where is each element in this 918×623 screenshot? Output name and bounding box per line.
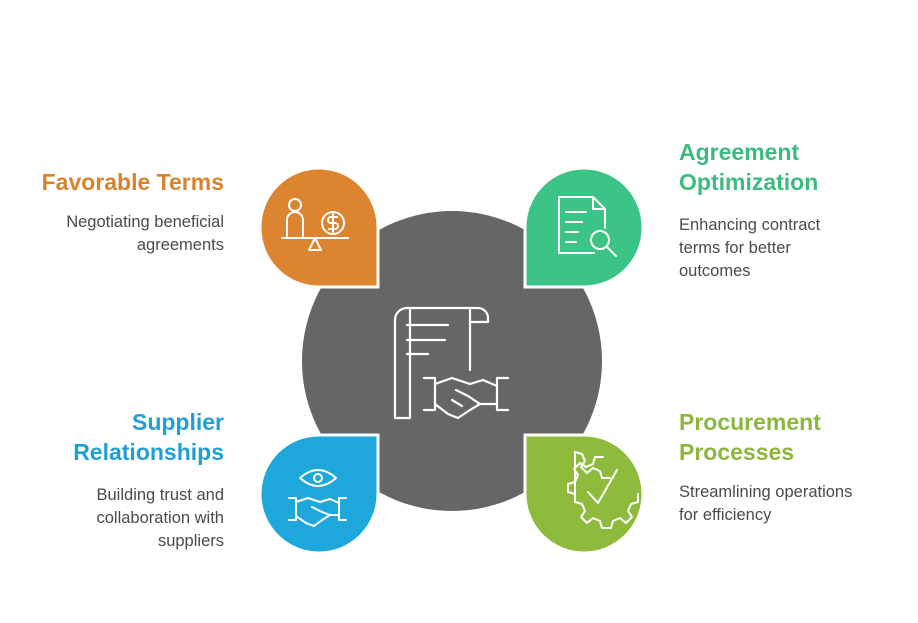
agreement-optimization-blob	[523, 166, 645, 289]
document-search-icon	[558, 196, 617, 257]
scale-person-coin-icon	[281, 198, 349, 251]
favorable-terms-blob	[258, 166, 380, 289]
procurement-processes-blob	[523, 433, 645, 555]
supplier-relationships-description: Building trust and collaboration with su…	[96, 486, 225, 550]
contract-handshake-icon	[393, 306, 510, 420]
gear-check-icon	[567, 451, 639, 529]
procurement-processes-title: Procurement Processes	[679, 409, 821, 465]
favorable-terms-title: Favorable Terms	[41, 169, 224, 195]
eye-handshake-icon	[288, 469, 347, 527]
agreement-optimization-description: Enhancing contract terms for better outc…	[679, 216, 821, 280]
procurement-processes-description: Streamlining operations for efficiency	[679, 483, 853, 524]
supplier-relationships-blob	[258, 433, 380, 555]
agreement-optimization-title: Agreement Optimization	[679, 139, 819, 195]
favorable-terms-description: Negotiating beneficial agreements	[66, 213, 224, 254]
supplier-relationships-title: Supplier Relationships	[73, 409, 224, 465]
